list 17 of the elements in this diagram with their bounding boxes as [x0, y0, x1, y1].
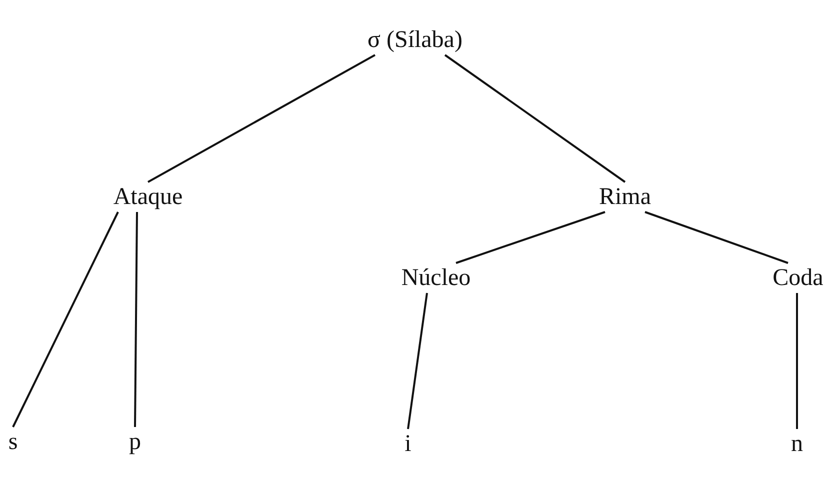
tree-node-label: s	[8, 428, 18, 456]
tree-branch-line	[12, 212, 119, 428]
tree-node-label: p	[129, 428, 141, 456]
tree-branch-line	[456, 211, 606, 264]
tree-branch-line	[407, 292, 428, 430]
tree-node-label: i	[404, 430, 412, 458]
tree-node-label: n	[791, 430, 803, 458]
tree-branch-line	[444, 54, 626, 183]
tree-node-label: Núcleo	[401, 264, 471, 292]
tree-branch-line	[148, 54, 376, 183]
tree-node-label: Coda	[772, 264, 824, 292]
tree-node-label: σ (Sílaba)	[368, 26, 462, 54]
tree-branch-line	[134, 212, 138, 427]
tree-node-label: Rima	[599, 184, 651, 210]
tree-branch-line	[796, 293, 798, 429]
tree-node-label: Ataque	[113, 184, 183, 210]
tree-branch-line	[644, 211, 788, 264]
